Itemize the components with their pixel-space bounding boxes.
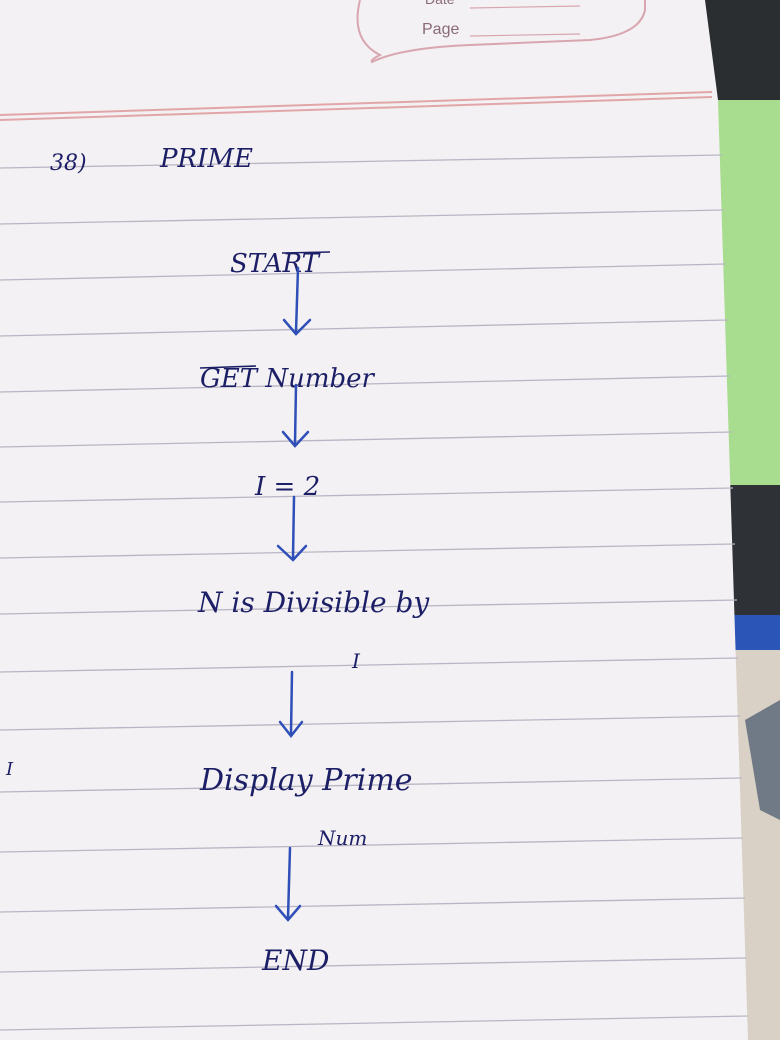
- flow-step-get-number: GET Number: [200, 364, 376, 394]
- date-label: Date: [425, 0, 455, 7]
- flow-step-divisible-check: N is Divisible by: [197, 586, 430, 619]
- flow-arrows: [274, 266, 312, 922]
- page-header-box: Date Page: [356, 0, 646, 64]
- question-number: 38): [50, 151, 87, 176]
- flow-step-init-i: I = 2: [254, 472, 320, 502]
- margin-mark: I: [5, 759, 14, 780]
- flow-step-display-sub: Num: [317, 826, 367, 850]
- flow-step-end: END: [261, 944, 329, 977]
- dark-object: [725, 485, 780, 620]
- notebook-page: [0, 0, 748, 1040]
- pen-object: [745, 700, 780, 820]
- arrow-get-to-init: [281, 383, 310, 448]
- page-label: Page: [422, 21, 459, 38]
- arrow-display-to-end: [274, 846, 302, 922]
- arrow-check-to-display: [278, 670, 304, 739]
- flow-step-display-prime: Display Prime: [199, 763, 413, 798]
- arrow-init-to-check: [276, 495, 308, 562]
- heading-title: PRIME: [159, 144, 253, 174]
- ruled-lines: [0, 154, 749, 1031]
- blue-object: [730, 615, 780, 650]
- ink-underlines: [199, 251, 331, 369]
- top-margin-lines: [0, 91, 713, 121]
- flow-step-divisible-sub: I: [351, 649, 361, 673]
- arrow-start-to-get: [282, 266, 312, 336]
- flow-step-start: START: [230, 249, 321, 279]
